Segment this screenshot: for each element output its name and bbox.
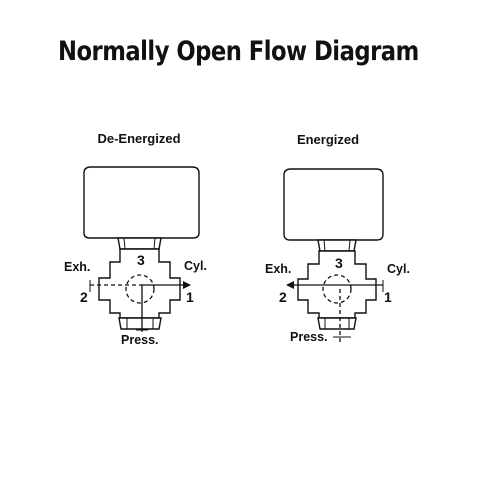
bottom-nut xyxy=(118,317,162,330)
label-port-3: 3 xyxy=(335,255,343,271)
label-pressure: Press. xyxy=(290,330,328,344)
label-port-2: 2 xyxy=(80,289,88,305)
label-port-3: 3 xyxy=(137,252,145,268)
solenoid-coil xyxy=(283,168,384,241)
solenoid-coil xyxy=(83,166,200,239)
label-port-1: 1 xyxy=(186,289,194,305)
label-port-2: 2 xyxy=(279,289,287,305)
valve-de-energized: De-Energized Exh. Cyl. 3 xyxy=(64,131,207,347)
bottom-nut xyxy=(317,317,357,330)
flow-arrowhead xyxy=(183,281,191,289)
state-label-energized: Energized xyxy=(297,132,359,147)
flow-arrowhead xyxy=(286,281,294,289)
port-3-circle xyxy=(125,274,155,304)
page-title: Normally Open Flow Diagram xyxy=(58,36,419,67)
label-port-1: 1 xyxy=(384,289,392,305)
port-3-circle xyxy=(322,274,352,304)
label-pressure: Press. xyxy=(121,333,159,347)
label-cylinder: Cyl. xyxy=(184,259,207,273)
state-label-de-energized: De-Energized xyxy=(97,131,180,146)
label-exhaust: Exh. xyxy=(64,260,90,274)
label-cylinder: Cyl. xyxy=(387,262,410,276)
valve-energized: Energized Exh. Cyl. 3 2 1 Press. xyxy=(265,132,410,344)
label-exhaust: Exh. xyxy=(265,262,291,276)
